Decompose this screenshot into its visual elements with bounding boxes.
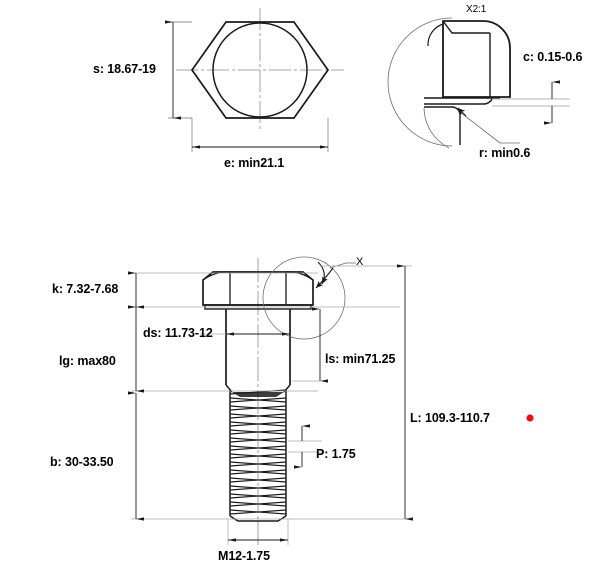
dimension-label-b: b: 30-33.50 — [50, 455, 114, 469]
detail-arrow-lower — [315, 267, 334, 289]
detail-view-x-geometry — [387, 17, 570, 149]
side-view-geometry — [128, 256, 413, 545]
thread-end-chamfer — [229, 515, 287, 522]
hex-head-view-geometry — [165, 8, 344, 152]
leader-line-detail-x — [329, 262, 347, 269]
dimension-label-c: c: 0.15-0.6 — [523, 50, 583, 64]
dimension-label-s: s: 18.67-19 — [93, 62, 156, 76]
dimension-label-ls: ls: min71.25 — [325, 352, 396, 366]
dimension-label-thread-spec: M12-1.75 — [218, 549, 271, 563]
dimension-label-P: P: 1.75 — [316, 447, 356, 461]
thread-profile — [229, 389, 287, 522]
dimension-label-ds: ds: 11.73-12 — [143, 326, 213, 340]
dimension-label-e: e: min21.1 — [224, 156, 285, 170]
dimension-label-k: k: 7.32-7.68 — [52, 282, 119, 296]
chamfer-circle — [212, 22, 308, 118]
leader-arrow-r — [457, 107, 467, 117]
detail-bubble-arc-lower — [423, 107, 450, 149]
head-chamfer-arc-left — [202, 271, 231, 281]
hexagon-outline — [190, 21, 330, 119]
leader-line-r — [459, 111, 501, 144]
detail-circle-x — [262, 256, 346, 340]
head-body-outline — [442, 20, 511, 98]
head-chamfer-arc-right — [285, 271, 314, 281]
dimension-label-L: L: 109.3-110.7 — [410, 411, 490, 425]
dimension-label-lg: lg: max80 — [59, 354, 116, 368]
fillet-and-shank — [424, 106, 461, 145]
detail-callout-label-x: X — [356, 256, 364, 268]
detail-bubble-arc — [387, 17, 453, 147]
detail-view-title-x21: X2:1 — [466, 4, 487, 15]
chamfer-facet-line — [442, 20, 490, 34]
head-corner-arc — [427, 23, 444, 47]
underhead-face-bottom — [424, 98, 493, 105]
dimension-label-r: r: min0.6 — [479, 146, 531, 160]
thread-start-shading — [232, 392, 284, 397]
red-dot-marker — [526, 414, 534, 422]
